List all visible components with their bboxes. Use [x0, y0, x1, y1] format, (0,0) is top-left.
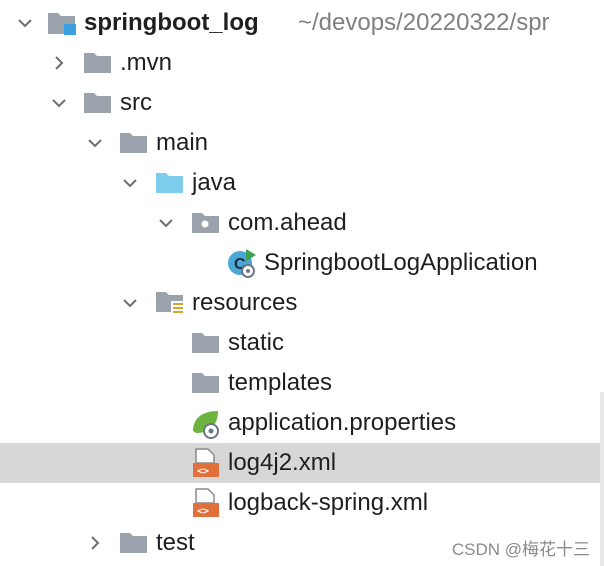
- source-folder-icon: [154, 163, 186, 203]
- tree-row[interactable]: resources: [0, 283, 604, 323]
- tree-item-label: logback-spring.xml: [228, 489, 429, 516]
- svg-text:<>: <>: [197, 506, 209, 517]
- tree-row[interactable]: test: [0, 523, 604, 563]
- folder-icon: [82, 43, 114, 83]
- chevron-down-icon[interactable]: [118, 283, 142, 323]
- package-icon: [190, 203, 222, 243]
- project-path: ~/devops/20220322/spr: [298, 9, 550, 36]
- spring-boot-class-icon: C: [226, 243, 258, 283]
- tree-row[interactable]: templates: [0, 363, 604, 403]
- tree-item-label: main: [156, 129, 209, 156]
- project-name: springboot_log: [84, 9, 259, 36]
- tree-row[interactable]: java: [0, 163, 604, 203]
- tree-row[interactable]: com.ahead: [0, 203, 604, 243]
- scrollbar-track[interactable]: [600, 392, 604, 566]
- svg-text:<>: <>: [197, 466, 209, 477]
- folder-icon: [118, 523, 150, 563]
- xml-file-icon: <>: [190, 443, 222, 483]
- tree-item-label: log4j2.xml: [228, 449, 337, 476]
- tree-item-label: resources: [192, 289, 298, 316]
- resources-folder-icon: [154, 283, 186, 323]
- tree-row-selected[interactable]: <> log4j2.xml: [0, 443, 604, 483]
- watermark: CSDN @梅花十三: [451, 540, 590, 559]
- tree-item-label: test: [156, 529, 195, 556]
- tree-item-label: java: [192, 169, 237, 196]
- chevron-down-icon[interactable]: [83, 123, 107, 163]
- folder-icon: [82, 83, 114, 123]
- tree-row[interactable]: static: [0, 323, 604, 363]
- tree-item-label: static: [228, 329, 285, 356]
- tree-row[interactable]: src: [0, 83, 604, 123]
- xml-file-icon: <>: [190, 483, 222, 523]
- folder-icon: [190, 323, 222, 363]
- tree-row[interactable]: <> logback-spring.xml: [0, 483, 604, 523]
- tree-row[interactable]: .mvn: [0, 43, 604, 83]
- tree-item-label: templates: [228, 369, 333, 396]
- tree-item-label: src: [120, 89, 152, 116]
- folder-icon: [118, 123, 150, 163]
- module-icon: [46, 3, 78, 43]
- tree-item-label: SpringbootLogApplication: [264, 249, 538, 276]
- tree-row[interactable]: application.properties: [0, 403, 604, 443]
- tree-row[interactable]: C SpringbootLogApplication: [0, 243, 604, 283]
- chevron-down-icon[interactable]: [118, 163, 142, 203]
- chevron-down-icon[interactable]: [13, 3, 37, 43]
- spring-config-icon: [190, 403, 222, 443]
- tree-item-label: application.properties: [228, 409, 457, 436]
- chevron-down-icon[interactable]: [154, 203, 178, 243]
- chevron-down-icon[interactable]: [47, 83, 71, 123]
- tree-item-label: .mvn: [120, 49, 173, 76]
- folder-icon: [190, 363, 222, 403]
- tree-row[interactable]: main: [0, 123, 604, 163]
- tree-row-project-root[interactable]: springboot_log ~/devops/20220322/spr: [0, 3, 604, 43]
- chevron-right-icon[interactable]: [83, 523, 107, 563]
- chevron-right-icon[interactable]: [47, 43, 71, 83]
- tree-item-label: com.ahead: [228, 209, 347, 236]
